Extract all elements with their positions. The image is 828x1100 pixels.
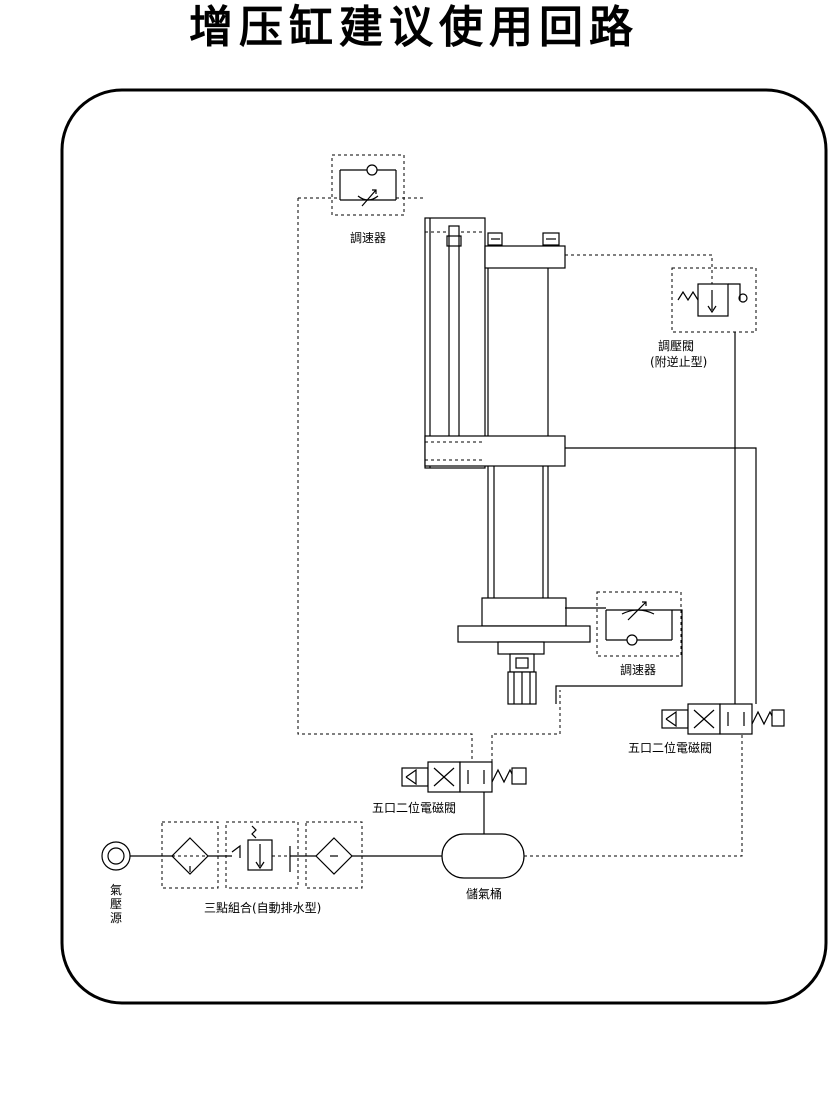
pressure-valve-label-1: 調壓閥: [658, 339, 694, 353]
dashed-piping: [297, 197, 743, 857]
frl-regulator: [225, 821, 299, 889]
page-title: 增压缸建议使用回路: [189, 2, 639, 53]
speed-controller-top-label: 調速器: [350, 231, 386, 245]
booster-cylinder: [424, 217, 591, 705]
air-source-label-2: 壓: [110, 897, 122, 911]
solenoid-valve-center: [401, 761, 527, 793]
frl-filter: [161, 821, 219, 889]
pressure-regulating-valve: [671, 267, 757, 333]
air-tank: [441, 833, 525, 879]
solenoid-valve-right-label: 五口二位電磁閥: [628, 740, 712, 755]
air-source-label-3: 源: [110, 911, 122, 925]
frl-lubricator: [305, 821, 363, 889]
solenoid-valve-center-label: 五口二位電磁閥: [372, 800, 456, 815]
solid-piping: [130, 332, 757, 857]
solenoid-valve-right: [661, 703, 785, 735]
air-source: [101, 841, 131, 871]
speed-controller-bottom-label: 調速器: [620, 663, 656, 677]
speed-controller-bottom: [596, 591, 682, 657]
diagram-frame: [60, 88, 828, 1005]
air-tank-label: 儲氣桶: [466, 886, 502, 901]
air-source-label-1: 氣: [110, 883, 122, 897]
pressure-valve-label-2: (附逆止型): [650, 354, 707, 369]
speed-controller-top: [331, 154, 405, 216]
frl-unit-label: 三點組合(自動排水型): [204, 900, 321, 915]
